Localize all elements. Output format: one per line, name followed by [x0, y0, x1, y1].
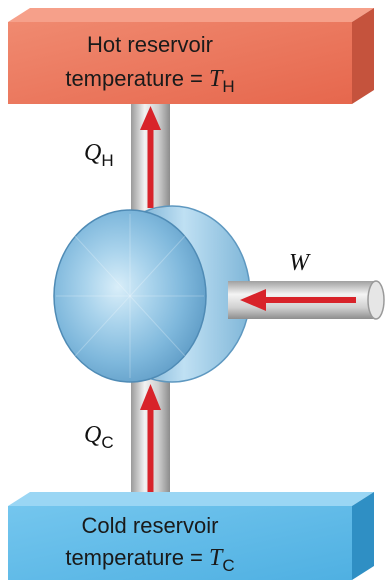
upper-pipe [131, 104, 170, 214]
q-hot-arrow-head [140, 106, 161, 130]
cold-reservoir: Cold reservoir temperature = TC [8, 492, 374, 580]
cold-reservoir-top [8, 492, 374, 506]
hot-reservoir-front [8, 22, 352, 104]
hot-reservoir-side [352, 8, 374, 104]
cold-reservoir-side [352, 492, 374, 580]
work-label: W [289, 250, 311, 276]
engine-drum-face [53, 209, 207, 383]
q-hot-subscript: H [101, 151, 113, 170]
hot-temp-symbol: T [209, 66, 224, 92]
work-pipe-end [367, 280, 385, 320]
q-cold-arrow-head [140, 384, 161, 410]
q-cold-subscript: C [101, 433, 113, 452]
lower-pipe [131, 368, 170, 506]
work-arrow-head [240, 289, 266, 311]
work-pipe [228, 280, 385, 320]
engine-face-texture [56, 214, 204, 378]
cold-reservoir-front [8, 506, 352, 580]
q-cold-label: QC [84, 422, 114, 452]
hot-reservoir: Hot reservoir temperature = TH [8, 8, 374, 104]
hot-reservoir-line1: Hot reservoir [87, 32, 213, 57]
cold-reservoir-line1: Cold reservoir [82, 513, 219, 538]
cold-temp-symbol: T [209, 545, 224, 571]
hot-reservoir-top [8, 8, 374, 22]
cold-temp-subscript: C [222, 556, 234, 575]
q-hot-label: QH [84, 140, 114, 170]
hot-temp-subscript: H [222, 77, 234, 96]
hot-reservoir-line2: temperature = TH [65, 66, 234, 96]
cold-reservoir-line2: temperature = TC [65, 545, 234, 575]
engine [53, 205, 251, 383]
